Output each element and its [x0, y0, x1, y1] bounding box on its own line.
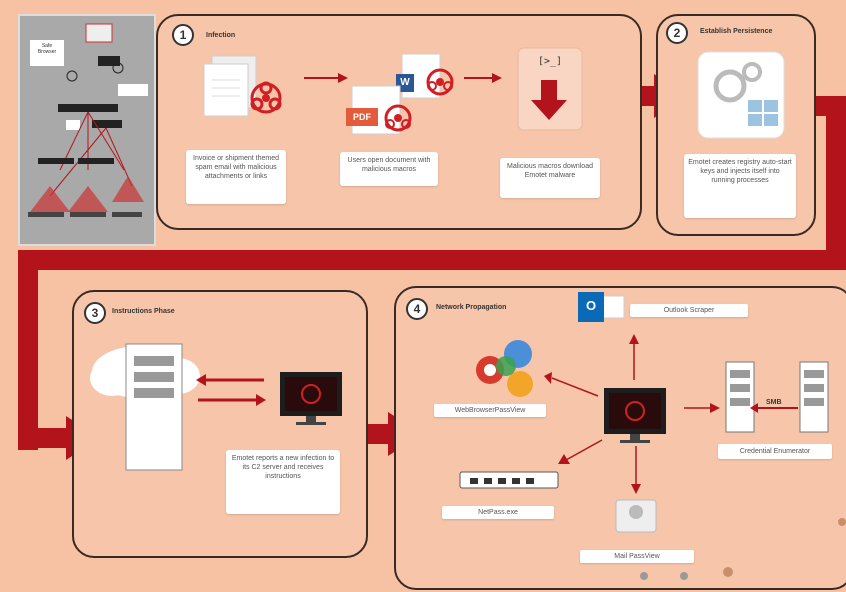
arrow-docs-to-download: [464, 73, 502, 83]
c2-server-cloud-icon: [90, 343, 200, 471]
step1-number: 1: [172, 24, 194, 46]
biohazard-icon: [250, 81, 282, 114]
pdf-document-icon: [346, 85, 401, 135]
infected-computer-icon: [604, 388, 666, 443]
credential-servers-icon: [725, 361, 829, 433]
registry-gears-icon: [697, 51, 785, 139]
step4-title: Network Propagation: [436, 304, 507, 311]
step3-number: 3: [84, 302, 106, 324]
download-icon: [517, 47, 583, 131]
outlook-scraper-label: Outlook Scraper: [630, 304, 748, 317]
biohazard-icon: [426, 68, 454, 96]
propagation-arrows: [544, 334, 720, 494]
word-icon-letter: W: [400, 77, 410, 88]
mail-passview-icon: [615, 499, 657, 533]
credential-enumerator-label: Credential Enumerator: [718, 444, 832, 459]
network-switch-icon: [459, 471, 559, 489]
step2-number: 2: [666, 22, 688, 44]
pdf-icon-letter: PDF: [353, 112, 371, 122]
thumbnail-label-2: Browser: [37, 49, 57, 55]
thumbnail-label-1: Safe: [41, 43, 53, 49]
arrow-email-to-docs: [304, 73, 348, 83]
step1-caption-open: Users open document with malicious macro…: [340, 152, 438, 186]
step4-number: 4: [406, 298, 428, 320]
netpass-label: NetPass.exe: [442, 506, 554, 519]
step2-title: Establish Persistence: [700, 28, 773, 35]
step3-title: Instructions Phase: [112, 308, 175, 315]
thumbnail-diagram: Safe Browser: [18, 14, 156, 246]
infected-computer-icon: [280, 372, 342, 425]
step1-caption-download: Malicious macros download Emotet malware: [500, 158, 600, 198]
step1-caption-email: Invoice or shipment themed spam email wi…: [186, 150, 286, 204]
step4-panel: [394, 286, 846, 590]
mail-passview-label: Mail PassView: [580, 550, 694, 563]
smb-label: SMB: [764, 399, 784, 406]
step3-caption: Emotet reports a new infection to its C2…: [226, 450, 340, 514]
webbrowserpassview-label: WebBrowserPassView: [434, 404, 546, 417]
web-browsers-icon: [476, 340, 533, 397]
command-prompt-glyph: [>_]: [537, 56, 563, 67]
step1-title: Infection: [206, 32, 236, 39]
panel-decorations: [640, 518, 846, 580]
thumbnail-tree: [28, 23, 148, 217]
step2-caption: Emotet creates registry auto-start keys …: [684, 154, 796, 218]
email-attachment-icon: [203, 55, 257, 117]
outlook-icon: [578, 292, 625, 322]
arrows-c2-exchange: [196, 374, 266, 406]
outlook-icon-letter: O: [585, 298, 597, 313]
biohazard-icon: [384, 104, 412, 132]
